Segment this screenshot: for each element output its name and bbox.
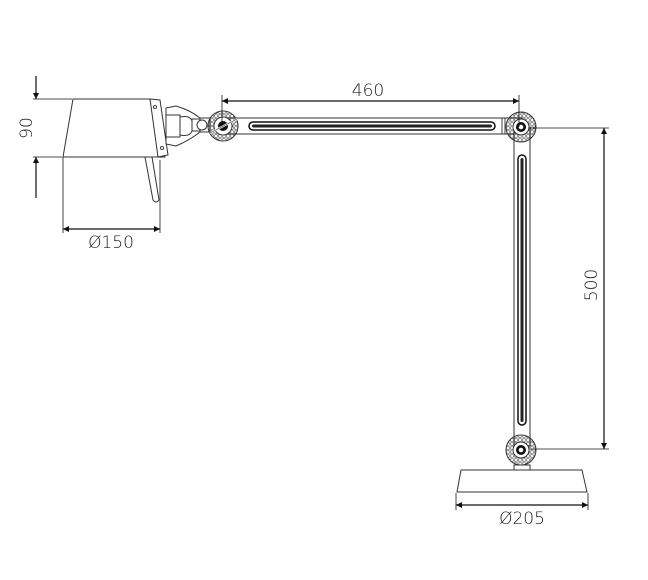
base-diameter-label: Ø205: [499, 509, 545, 529]
shade-diameter-label: Ø150: [88, 233, 134, 253]
lower-arm-height-label: 500: [582, 269, 602, 301]
joint-elbow: [505, 111, 537, 143]
lamp-shade: [62, 98, 169, 203]
shade-height-label: 90: [17, 117, 37, 139]
dimension-shade-diameter: Ø150: [62, 157, 161, 253]
dimension-shade-height: 90: [17, 76, 72, 198]
shade-connector: [165, 105, 211, 147]
upper-arm: [227, 117, 523, 135]
joint-base: [505, 434, 537, 472]
dimension-lower-arm: 500: [530, 127, 609, 450]
dimension-base-diameter: Ø205: [455, 493, 589, 529]
dimension-upper-arm: 460: [221, 81, 520, 127]
upper-arm-length-label: 460: [352, 81, 384, 101]
lamp-base: [456, 469, 588, 493]
joint-shade: [207, 110, 239, 142]
lower-arm: [513, 127, 531, 447]
